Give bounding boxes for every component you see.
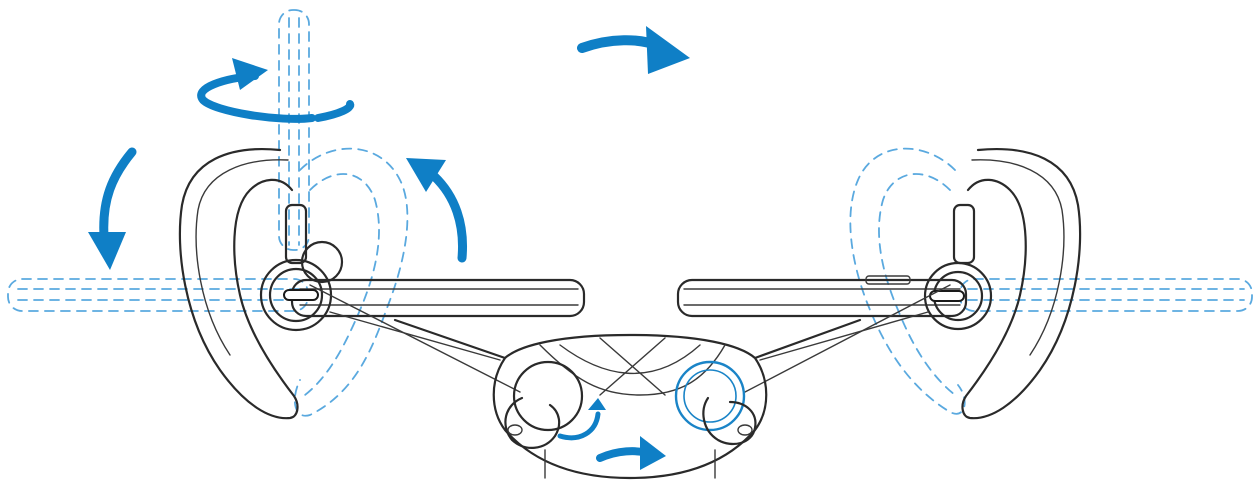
rotate-arrow-icon (201, 58, 350, 119)
right-connector-b (760, 312, 928, 360)
left-up-arrow-icon (406, 158, 463, 258)
left-ghost-ear-hook-inner (305, 174, 379, 395)
right-ear-hook-inner (972, 160, 1064, 355)
case-right-bud (676, 362, 755, 444)
left-ghost-vertical-stem (279, 10, 309, 250)
curved-arrow-icon (582, 26, 690, 74)
right-ghost-horizontal-stem (960, 279, 1252, 311)
right-stem (678, 280, 966, 316)
left-connector-b (330, 312, 500, 360)
left-ear-hook-inner (196, 160, 288, 355)
right-connector-a (745, 285, 950, 392)
left-down-arrow-icon (88, 152, 132, 270)
right-ear-hook (963, 149, 1081, 418)
left-connector-a (310, 285, 520, 392)
case-rotate-arrow-icon (560, 398, 606, 438)
case-left-bud (505, 362, 582, 448)
left-earbud (8, 10, 584, 418)
case-right-arrow-icon (600, 436, 666, 470)
right-hook-neck (954, 205, 974, 263)
